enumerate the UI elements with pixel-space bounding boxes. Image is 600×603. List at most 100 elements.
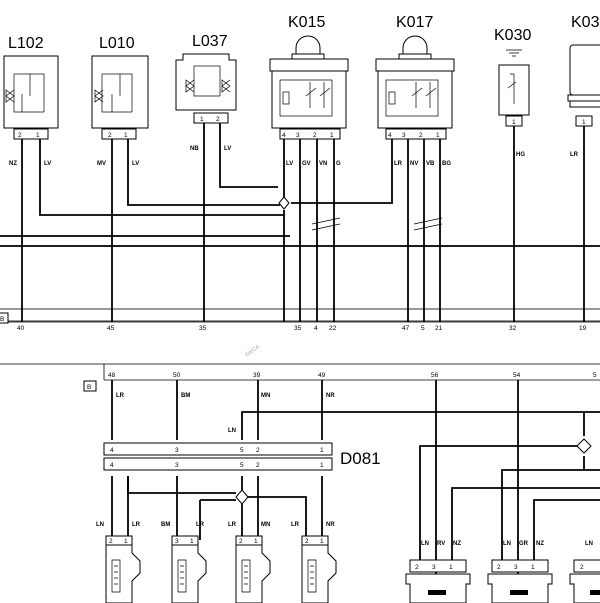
l037-pin-1: 1 <box>200 116 204 123</box>
connector-e[interactable]: 2 3 1 <box>405 559 471 603</box>
l010-pin-2: 2 <box>108 132 112 139</box>
bus-top-22: 22 <box>329 325 337 332</box>
bus-bottom-50: 50 <box>173 372 181 379</box>
bus-bottom-39: 39 <box>253 372 261 379</box>
bottom-right-wire-codes: LN RV NZ LN GR NZ LN <box>421 541 593 547</box>
conn-f-pin-1: 1 <box>531 564 535 571</box>
wire-ln-b1: LN <box>96 522 104 528</box>
wire-mv: MV <box>97 161 106 167</box>
component-k015[interactable]: K015 4 3 2 1 <box>269 14 349 140</box>
bus-top-47: 47 <box>402 325 410 332</box>
d081-top-pin-1: 1 <box>320 447 324 454</box>
sensor-b-pin-1: 1 <box>190 538 194 545</box>
bus-bottom-5: 5 <box>593 372 597 379</box>
wire-ln-r1: LN <box>421 541 429 547</box>
watermark: SWCA <box>244 344 261 359</box>
component-k017[interactable]: K017 4 3 2 1 <box>375 14 455 140</box>
wire-lr-b2: LR <box>196 522 205 528</box>
d081-bottom-pin-1: 1 <box>320 462 324 469</box>
wire-ln-r2: LN <box>503 541 511 547</box>
top-wire-codes: NZ LV MV LV NB LV LV GV VN G LR NV VB BG… <box>9 146 579 167</box>
d081-bottom-pin-2: 2 <box>256 462 260 469</box>
wire-lv-1: LV <box>44 161 51 167</box>
wire-nz-r2: NZ <box>536 541 544 547</box>
k015-pin-2: 2 <box>313 132 317 139</box>
sensor-b[interactable]: 3 1 <box>171 535 207 603</box>
k017-pin-1: 1 <box>436 132 440 139</box>
wire-g: G <box>336 161 341 167</box>
k017-pin-2: 2 <box>419 132 423 139</box>
k015-pin-4: 4 <box>282 132 286 139</box>
sensor-d[interactable]: 2 1 <box>301 535 337 603</box>
component-l102[interactable]: L102 2 1 <box>3 35 59 140</box>
bottom-wiring <box>111 380 600 600</box>
wire-nr-b: NR <box>326 522 335 528</box>
d081-title: D081 <box>340 449 381 468</box>
component-l010[interactable]: L010 2 1 <box>91 35 149 140</box>
sensor-c-pin-1: 1 <box>254 538 258 545</box>
conn-g-pin-2: 2 <box>580 564 584 571</box>
d081-top-pin-3: 3 <box>175 447 179 454</box>
wire-gr-r: GR <box>519 541 529 547</box>
k03x-title: K03 <box>571 14 600 31</box>
bus-bottom-54: 54 <box>513 372 521 379</box>
bus-top-40: 40 <box>17 325 25 332</box>
wire-nz-r1: NZ <box>453 541 461 547</box>
wire-lv-3: LV <box>224 146 231 152</box>
d081-top-pin-5: 5 <box>240 447 244 454</box>
l037-pin-2: 2 <box>216 116 220 123</box>
bus-top-35a: 35 <box>199 325 207 332</box>
wire-bm-m: BM <box>181 393 190 399</box>
bus-bottom-48: 48 <box>108 372 116 379</box>
bus-top-5: 5 <box>421 325 425 332</box>
sensor-d-pin-2: 2 <box>305 538 309 545</box>
wire-lv-2: LV <box>132 161 139 167</box>
sensor-a-pin-1: 1 <box>124 538 128 545</box>
connector-f[interactable]: 2 3 1 <box>487 559 553 603</box>
l102-title: L102 <box>8 35 44 52</box>
wire-lr-m1: LR <box>116 393 125 399</box>
bus-top-4: 4 <box>314 325 318 332</box>
component-k03x[interactable]: K03 1 <box>567 14 600 127</box>
sensor-b-pin-3: 3 <box>175 538 179 545</box>
l037-title: L037 <box>192 33 228 50</box>
k015-title: K015 <box>288 14 325 31</box>
conn-e-pin-1: 1 <box>449 564 453 571</box>
wire-lr-1: LR <box>394 161 403 167</box>
wire-nv: NV <box>410 161 418 167</box>
bottom-bus-label: B <box>87 384 91 391</box>
conn-e-pin-2: 2 <box>415 564 419 571</box>
wire-nz: NZ <box>9 161 17 167</box>
sensor-a[interactable]: 2 1 <box>105 535 141 603</box>
bottom-wire-codes: LN LR BM LR LR MN LR NR <box>96 522 335 528</box>
sensor-a-pin-2: 2 <box>109 538 113 545</box>
connector-d081[interactable]: 4 3 5 2 1 4 3 5 2 1 D081 <box>103 442 381 471</box>
d081-bottom-pin-5: 5 <box>240 462 244 469</box>
wire-hg: HG <box>516 152 525 158</box>
wire-vb: VB <box>426 161 435 167</box>
sensor-c-pin-2: 2 <box>239 538 243 545</box>
l010-pin-1: 1 <box>124 132 128 139</box>
wire-ln-r3: LN <box>585 541 593 547</box>
d081-bottom-pin-3: 3 <box>175 462 179 469</box>
component-l037[interactable]: L037 1 2 <box>175 33 237 124</box>
d081-bottom-pin-4: 4 <box>110 462 114 469</box>
wire-rv-r: RV <box>437 541 445 547</box>
connector-g[interactable]: 2 <box>569 559 600 603</box>
k017-pin-3: 3 <box>402 132 406 139</box>
bus-bottom-56: 56 <box>431 372 439 379</box>
sensor-d-pin-1: 1 <box>320 538 324 545</box>
wire-nr-m: NR <box>326 393 335 399</box>
wire-lr-b3: LR <box>228 522 237 528</box>
bus-top-35b: 35 <box>294 325 302 332</box>
component-k030[interactable]: K030 1 <box>494 27 531 127</box>
wire-bg: BG <box>442 161 451 167</box>
sensor-c[interactable]: 2 1 <box>235 535 271 603</box>
bus-bottom-49: 49 <box>318 372 326 379</box>
top-bus-label: B <box>0 316 4 323</box>
wire-vn: VN <box>319 161 327 167</box>
wire-lr-b4: LR <box>291 522 300 528</box>
k015-pin-3: 3 <box>296 132 300 139</box>
conn-f-pin-2: 2 <box>497 564 501 571</box>
